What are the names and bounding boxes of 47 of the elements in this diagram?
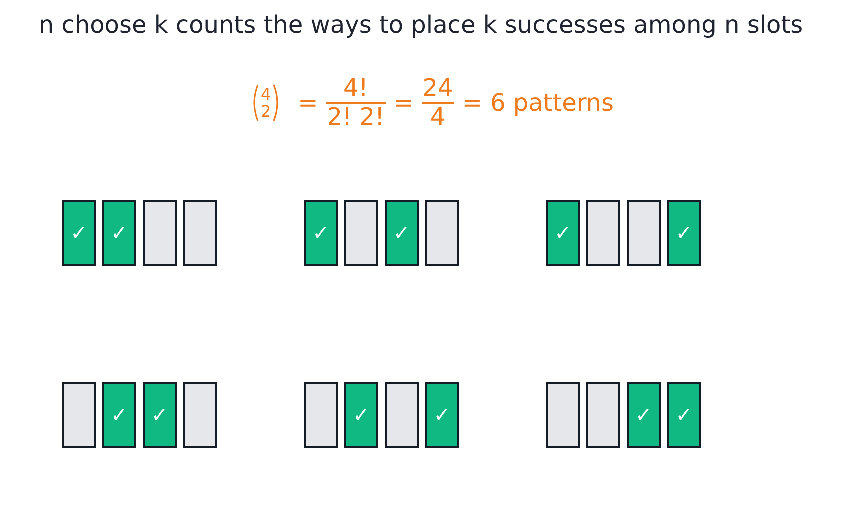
filled-slot [626,382,661,448]
filled-slot [667,200,702,266]
empty-slot [62,382,96,448]
binomial-top: 4 [260,86,272,103]
title: n choose k counts the ways to place k successes among n slots [38,10,804,41]
empty-slot [183,200,218,266]
empty-slot [344,200,378,266]
binomial-bottom: 2 [260,103,272,120]
filled-slot [62,200,96,266]
empty-slot [183,382,218,448]
denominator: 2! 2! [326,104,386,131]
check-mark: ✓ [554,222,572,244]
filled-slot [425,382,460,448]
empty-slot [304,382,338,448]
empty-slot [586,200,620,266]
numerator: 24 [422,75,454,102]
check-mark: ✓ [111,404,128,426]
equals-sign: = [394,89,414,117]
filled-slot [384,200,419,266]
filled-slot [344,382,378,448]
filled-slot [142,382,177,448]
filled-slot [546,200,580,266]
check-mark: ✓ [434,404,451,426]
numerator: 4! [342,75,370,102]
empty-slot [626,200,661,266]
empty-slot [384,382,419,448]
empty-slot [586,382,620,448]
check-mark: ✓ [676,222,693,244]
empty-slot [142,200,177,266]
filled-slot [102,200,136,266]
check-mark: ✓ [635,404,652,426]
filled-slot [304,200,338,266]
check-mark: ✓ [151,404,168,426]
empty-slot [425,200,460,266]
denominator: 4 [429,104,447,131]
equals-sign: = [298,89,318,117]
check-mark: ✓ [70,222,88,244]
filled-slot [102,382,136,448]
check-mark: ✓ [353,404,370,426]
result-text: 6 patterns [490,89,614,117]
check-mark: ✓ [393,222,410,244]
check-mark: ✓ [111,222,128,244]
check-mark: ✓ [312,222,330,244]
empty-slot [546,382,580,448]
filled-slot [667,382,702,448]
check-mark: ✓ [676,404,693,426]
equals-sign: = [462,89,482,117]
